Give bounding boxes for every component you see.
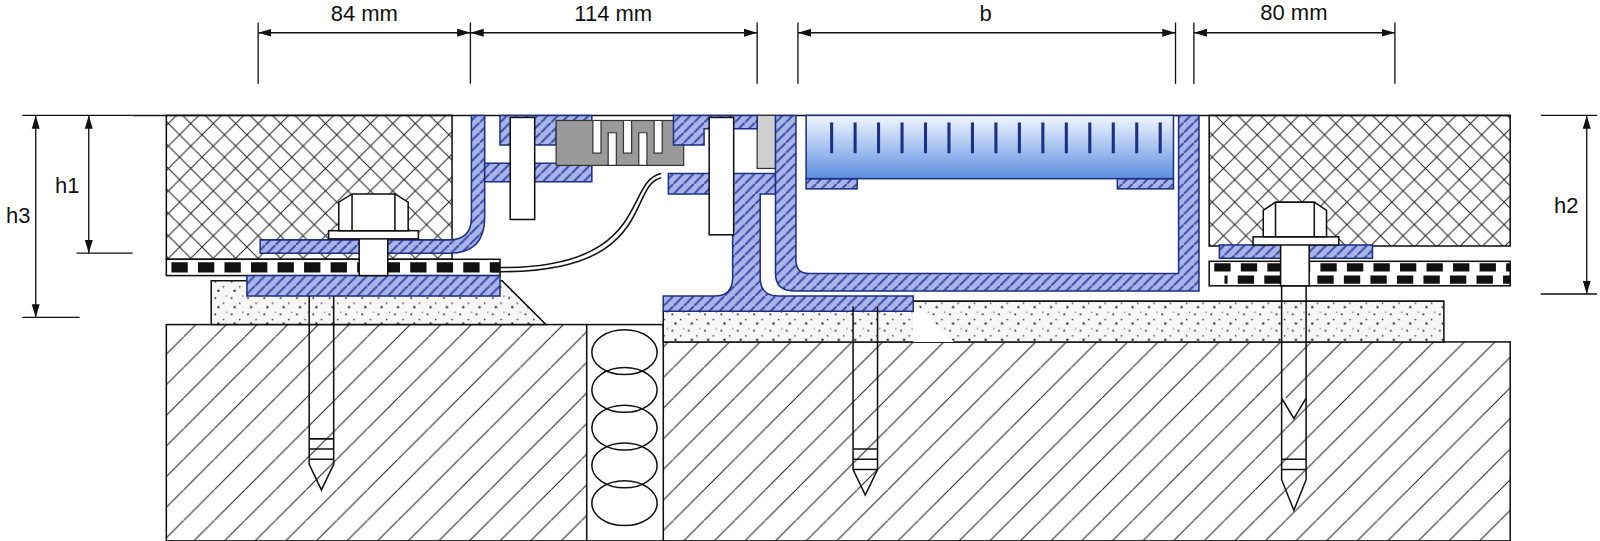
mortar-bed: [913, 301, 954, 342]
dimension-lines: [22, 115, 1596, 317]
dimension-text: b: [977, 2, 995, 26]
anchor-bolt: [309, 296, 333, 490]
drain-grate: [806, 115, 1173, 178]
sealing-membrane: [1214, 263, 1510, 271]
concrete-substrate: [166, 325, 586, 541]
anchor-bolt: [1282, 398, 1306, 469]
dimension-text: 114 mm: [571, 2, 655, 26]
anchor-bolt: [351, 194, 353, 231]
anchor-bolt: [309, 117, 1339, 510]
concrete-substrate: [663, 342, 1510, 541]
floor-covering: [1209, 115, 1510, 246]
drain-grate: [806, 115, 1173, 178]
right-profile: [776, 115, 1199, 291]
dimension-lines: [22, 23, 1596, 318]
height-label: h3: [3, 204, 33, 228]
anchor-bolt: [1253, 237, 1339, 245]
left-profile: [485, 163, 592, 181]
height-label: h1: [52, 174, 82, 198]
sealing-membrane: [171, 262, 500, 272]
dimension-lines: [258, 23, 1395, 84]
elastomer-insert: [556, 121, 684, 166]
anchor-bolt: [709, 117, 733, 234]
sealing-membrane: [1224, 276, 1510, 284]
right-profile: [663, 115, 1372, 311]
dimension-text: 80 mm: [1257, 1, 1330, 25]
anchor-bolt: [1282, 286, 1306, 510]
anchor-bolt: [359, 237, 388, 276]
right-profile: [1117, 179, 1173, 189]
sealing-membrane: [1209, 261, 1510, 285]
left-profile: [260, 115, 484, 253]
anchor-bolt: [329, 231, 419, 239]
elastomer-insert: [757, 115, 775, 168]
joint-filler: [587, 325, 664, 541]
anchor-bolt: [853, 306, 877, 495]
anchor-bolt: [1275, 202, 1277, 237]
anchor-bolt: [1281, 243, 1310, 286]
anchor-bolt: [309, 439, 333, 459]
anchor-bolt: [1263, 202, 1326, 237]
elastomer-insert: [556, 115, 775, 168]
dimension-lines: [88, 115, 89, 253]
joint-filler: [592, 481, 657, 526]
dimension-lines: [35, 115, 36, 317]
floor-covering: [166, 115, 452, 259]
right-profile: [806, 179, 857, 189]
anchor-bolt: [510, 117, 534, 219]
floor-covering: [133, 115, 1511, 259]
anchor-bolt: [1314, 202, 1316, 237]
elastomer-insert: [593, 121, 662, 154]
anchor-bolt: [394, 194, 396, 231]
concrete-substrate: [166, 325, 1510, 541]
dimension-text: 84 mm: [328, 2, 401, 26]
anchor-bolt: [853, 449, 877, 469]
dimension-lines: [798, 32, 1176, 33]
anchor-bolt: [339, 194, 408, 231]
left-profile: [247, 276, 500, 296]
dimension-lines: [258, 32, 470, 33]
joint-filler: [587, 325, 664, 541]
dimension-lines: [470, 32, 757, 33]
dimension-lines: [1194, 32, 1395, 33]
sealing-membrane: [166, 259, 500, 275]
height-label: h2: [1551, 194, 1581, 218]
dimension-lines: [1586, 115, 1587, 294]
elastomer-insert: [608, 133, 647, 166]
drain-grate: [832, 123, 1161, 154]
